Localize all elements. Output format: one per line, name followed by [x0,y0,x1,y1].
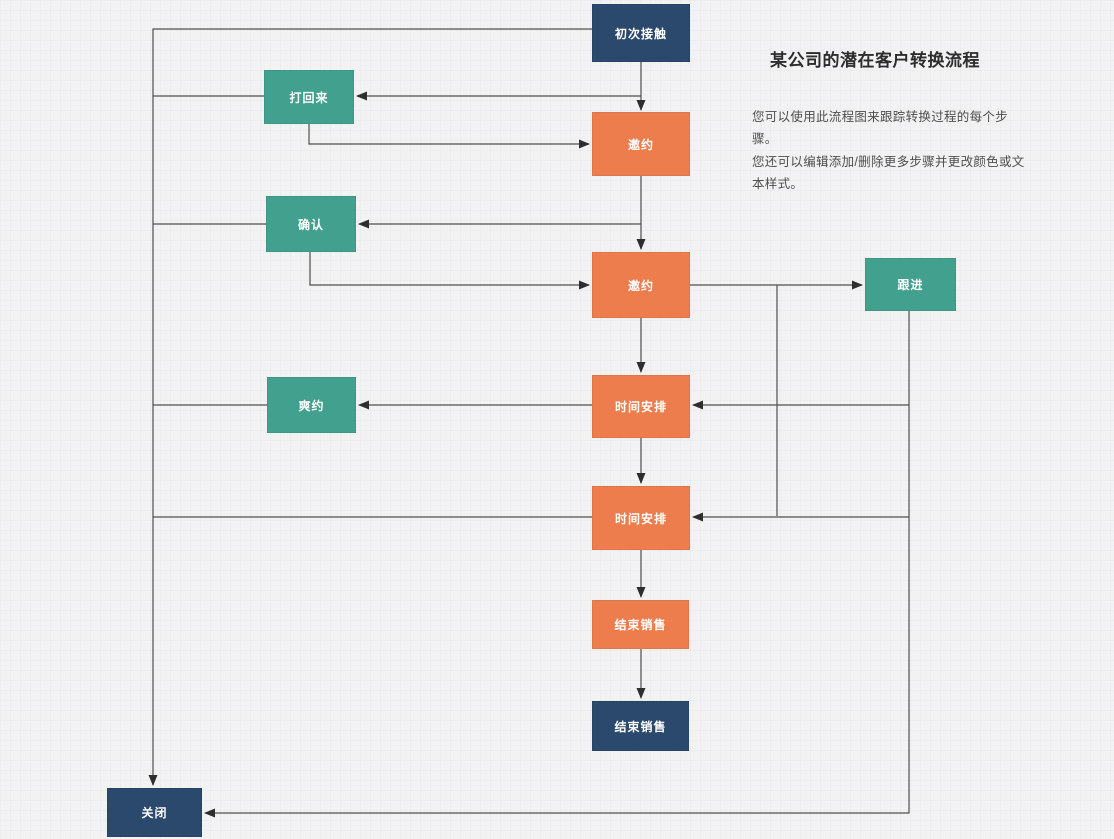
flow-node-confirm[interactable]: 确认 [266,196,356,252]
flow-edge-first-contact-to-close [148,28,592,786]
flow-edge-call-back-to-invite-1 [308,124,590,149]
flow-node-label: 结束销售 [614,719,667,734]
flow-node-schedule-1[interactable]: 时间安排 [592,375,690,438]
flow-node-follow-up[interactable]: 跟进 [865,258,956,311]
flow-node-invite-1[interactable]: 邀约 [592,112,690,176]
flow-node-label: 跟进 [897,278,924,292]
flow-node-invite-2[interactable]: 邀约 [592,252,690,318]
diagram-description: 您可以使用此流程图来跟踪转换过程的每个步骤。 您还可以编辑添加/删除更多步骤并更… [752,106,1032,196]
flow-node-label: 关闭 [141,806,168,820]
flow-node-label: 确认 [297,217,324,232]
flow-node-label: 爽约 [298,398,325,413]
flow-node-label: 初次接触 [614,26,667,41]
flow-node-call-back[interactable]: 打回来 [264,70,354,124]
description-line: 本样式。 [752,177,804,192]
flow-node-label: 时间安排 [614,400,667,414]
diagram-title: 某公司的潜在客户转换流程 [770,51,980,70]
flow-node-close[interactable]: 关闭 [107,788,202,837]
flow-node-label: 结束销售 [614,618,667,632]
flow-node-label: 时间安排 [614,511,667,526]
flow-node-label: 邀约 [627,278,654,293]
flow-node-no-show[interactable]: 爽约 [267,377,356,433]
flow-node-first-contact[interactable]: 初次接触 [592,4,690,62]
flow-edge-follow-up-to-close [204,311,910,818]
description-line: 您还可以编辑添加/删除更多步骤并更改颜色或文 [752,154,1025,169]
flow-node-close-sale-1[interactable]: 结束销售 [592,600,689,649]
description-line: 您可以使用此流程图来跟踪转换过程的每个步骤。 [752,110,1009,147]
flow-node-label: 邀约 [627,137,654,152]
flow-node-close-sale-2[interactable]: 结束销售 [592,701,689,751]
flow-node-label: 打回来 [289,90,329,105]
flow-node-schedule-2[interactable]: 时间安排 [592,486,690,550]
flow-edge-confirm-to-invite-2 [309,252,590,290]
